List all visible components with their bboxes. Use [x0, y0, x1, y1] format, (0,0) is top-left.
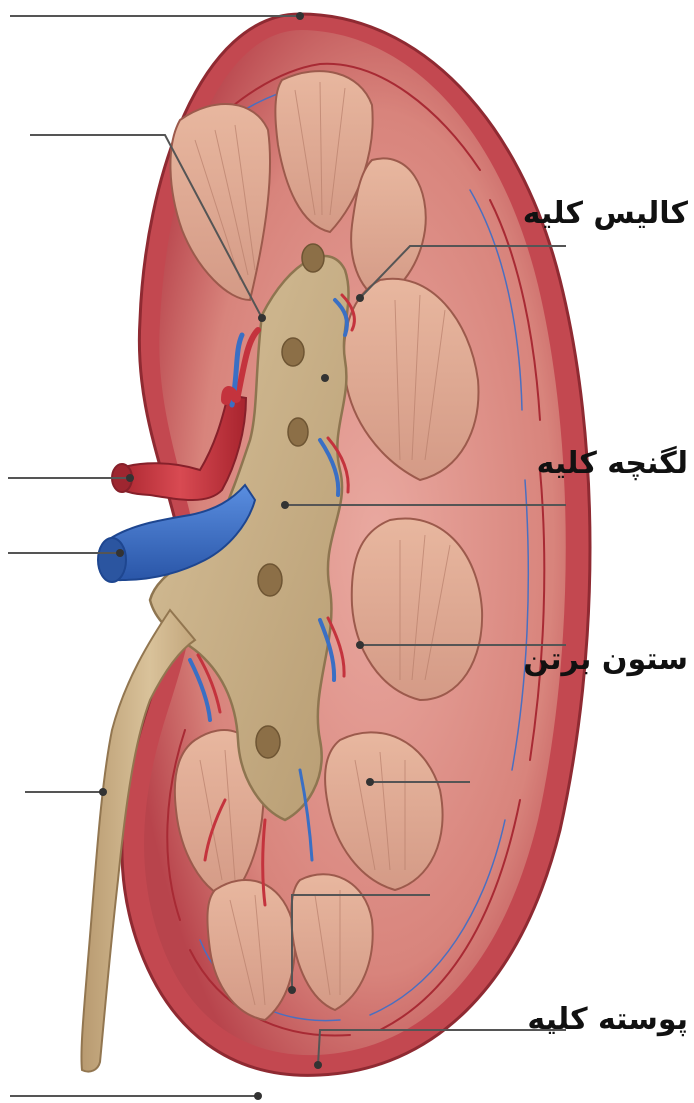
label-renal-column: ستون برتن	[523, 642, 688, 677]
label-renal-pelvis: لگنچه کلیه	[537, 446, 688, 481]
label-renal-calyx: کالیس کلیه	[523, 196, 688, 231]
label-renal-cortex: پوسته کلیه	[527, 1002, 688, 1037]
renal-vein-opening	[98, 538, 126, 582]
